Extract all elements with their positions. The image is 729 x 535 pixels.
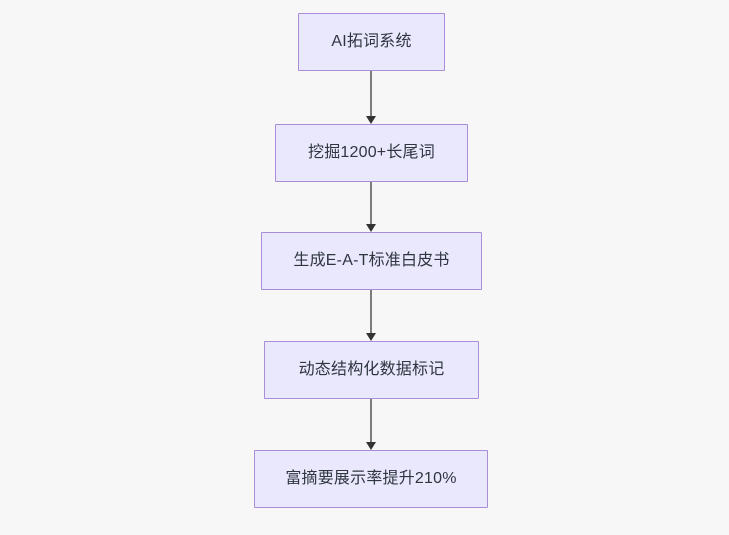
flowchart-node-label-1: AI拓词系统 bbox=[331, 33, 412, 50]
edge-connector-3 bbox=[370, 290, 372, 333]
edge-connector-4 bbox=[370, 399, 372, 442]
arrowhead-icon-1 bbox=[366, 116, 376, 124]
edge-connector-2 bbox=[370, 182, 372, 224]
flowchart-node-label-2: 挖掘1200+长尾词 bbox=[308, 144, 435, 161]
flowchart-node-1[interactable]: AI拓词系统 bbox=[298, 13, 445, 71]
flowchart-node-4[interactable]: 动态结构化数据标记 bbox=[264, 341, 479, 399]
flowchart-node-label-3: 生成E-A-T标准白皮书 bbox=[293, 252, 450, 269]
flowchart-node-3[interactable]: 生成E-A-T标准白皮书 bbox=[261, 232, 482, 290]
flowchart-node-label-5: 富摘要展示率提升210% bbox=[285, 470, 457, 487]
arrowhead-icon-3 bbox=[366, 333, 376, 341]
flowchart-node-5[interactable]: 富摘要展示率提升210% bbox=[254, 450, 488, 508]
flowchart-node-label-4: 动态结构化数据标记 bbox=[298, 361, 445, 378]
edge-connector-1 bbox=[370, 71, 372, 116]
arrowhead-icon-2 bbox=[366, 224, 376, 232]
flowchart-node-2[interactable]: 挖掘1200+长尾词 bbox=[275, 124, 468, 182]
arrowhead-icon-4 bbox=[366, 442, 376, 450]
